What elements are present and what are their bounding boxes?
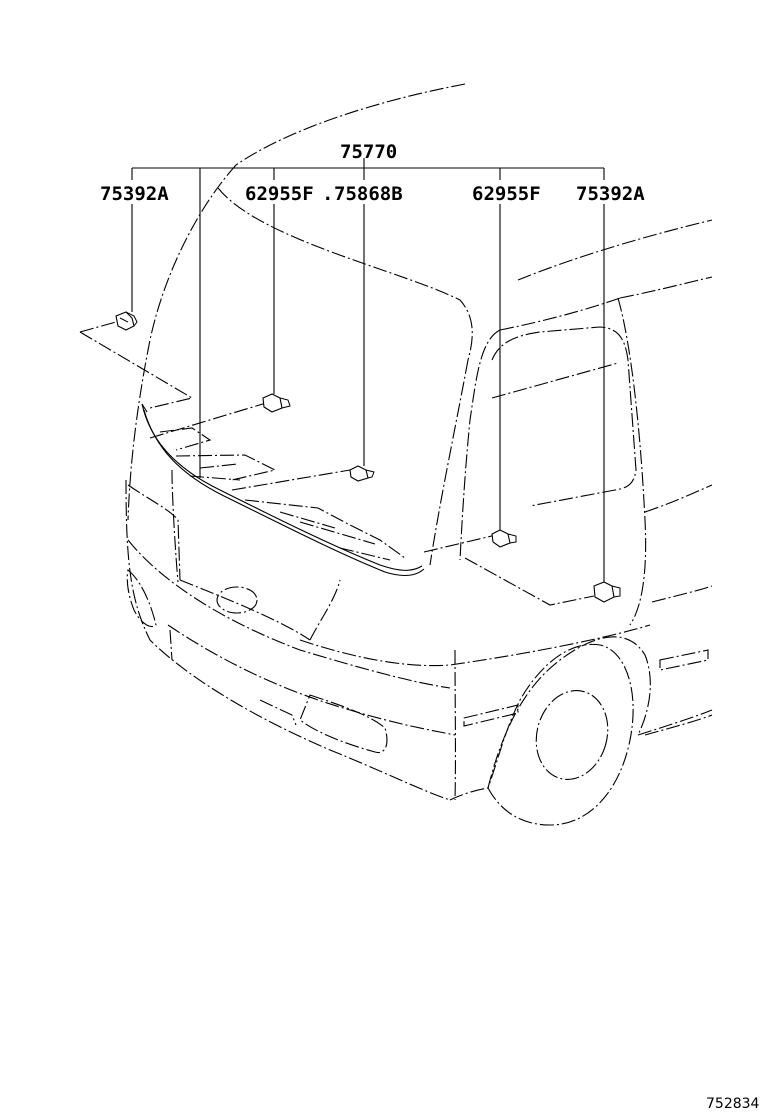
leader-lines — [131, 158, 605, 582]
group-part-number-label: 75770 — [340, 141, 397, 163]
clip-62955f-right — [491, 529, 517, 548]
clip-75392a-left — [115, 311, 138, 331]
clip-75868b-center — [349, 465, 375, 482]
callout-label-clip-left-inner: 62955F — [245, 183, 314, 205]
callout-label-clip-center: 75868B — [334, 183, 403, 205]
back-door-garnish — [141, 403, 425, 577]
callout-label-clip-right-inner: 62955F — [472, 183, 541, 205]
clip-62955f-left — [262, 393, 291, 413]
callout-label-clip-left-outer: 75392A — [100, 183, 169, 205]
figure-number: 752834 — [706, 1096, 760, 1112]
mounting-guides — [79, 321, 595, 606]
callout-label-clip-right-outer: 75392A — [576, 183, 645, 205]
callout-separator: . — [322, 183, 333, 205]
clip-75392a-right — [593, 581, 621, 603]
van-body-outline — [125, 83, 713, 826]
